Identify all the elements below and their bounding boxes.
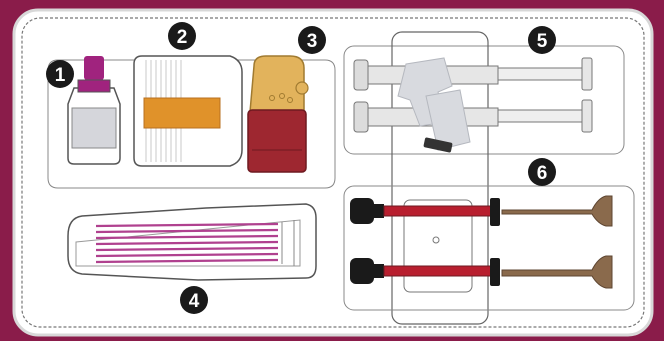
svg-text:2: 2 xyxy=(177,27,188,48)
number-badge-2: 2 xyxy=(168,22,196,50)
svg-text:6: 6 xyxy=(537,163,548,184)
tray xyxy=(14,10,652,335)
number-badge-6: 6 xyxy=(528,158,556,186)
brush-pack-icon xyxy=(68,204,316,280)
roll-icon xyxy=(134,56,242,166)
number-badge-5: 5 xyxy=(528,26,556,54)
svg-text:5: 5 xyxy=(537,31,548,52)
pad-icon xyxy=(248,56,308,172)
svg-text:4: 4 xyxy=(189,291,200,312)
number-badge-3: 3 xyxy=(298,26,326,54)
svg-text:3: 3 xyxy=(307,31,318,52)
number-badge-1: 1 xyxy=(46,60,74,88)
svg-text:1: 1 xyxy=(55,65,66,86)
number-badge-4: 4 xyxy=(180,286,208,314)
